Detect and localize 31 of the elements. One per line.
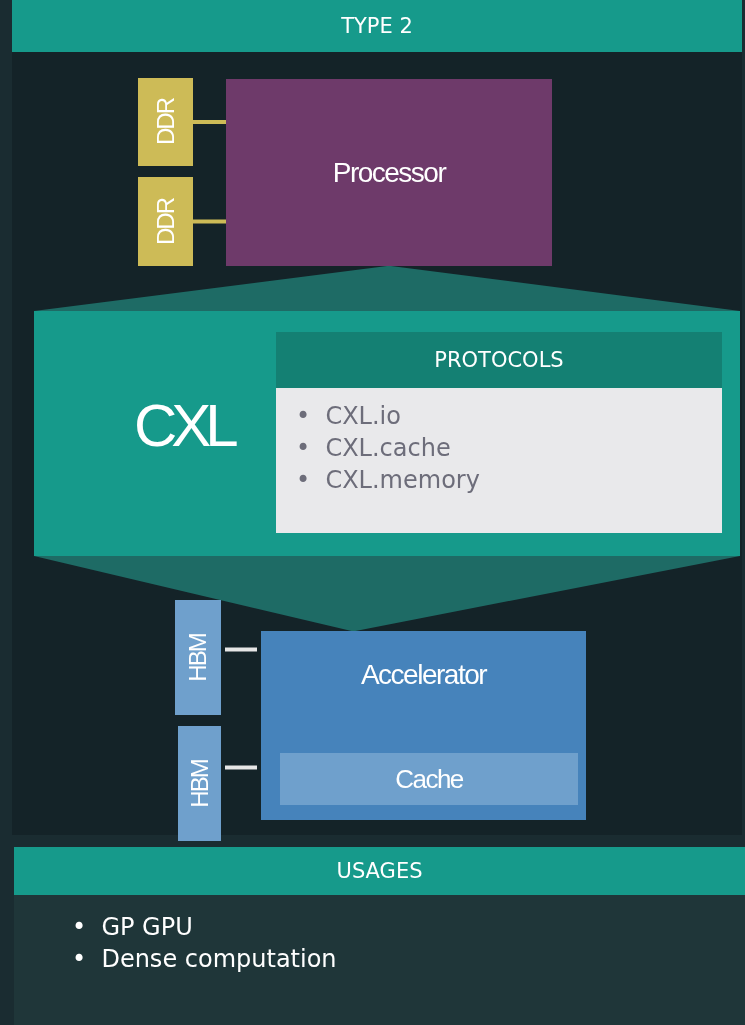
module-label: HBM (185, 759, 214, 808)
module-label: DDR (151, 99, 180, 145)
module-label: HBM (184, 633, 212, 682)
box-label: Accelerator (360, 659, 487, 691)
connector-line (193, 219, 226, 224)
box-label: CXL (134, 396, 233, 456)
processor-box (226, 79, 552, 266)
memory-module (138, 177, 193, 266)
protocols-card (276, 332, 722, 533)
memory-module (175, 600, 221, 715)
box-label: Processor (332, 156, 446, 189)
card-header: PROTOCOLS (276, 332, 722, 388)
connector-line (193, 120, 226, 124)
list-item: • Dense computation (72, 944, 338, 975)
list-item: • CXL.io (296, 401, 402, 432)
list-item: • GP GPU (72, 912, 194, 943)
card-header: USAGES (14, 847, 745, 895)
connector-line (225, 647, 257, 652)
interconnect-box (34, 311, 740, 556)
list-item: • CXL.memory (296, 465, 481, 496)
module-label: DDR (151, 198, 180, 245)
list-item: • CXL.cache (296, 433, 452, 464)
connector-line (225, 765, 257, 770)
title-band: TYPE 2 (12, 0, 742, 52)
accelerator-box (261, 631, 586, 820)
memory-module (178, 726, 221, 841)
memory-module (138, 78, 193, 166)
box-label: Cache (395, 763, 463, 795)
usages-card (14, 847, 745, 1025)
cache-box (280, 753, 578, 805)
connector-funnel (34, 556, 740, 631)
